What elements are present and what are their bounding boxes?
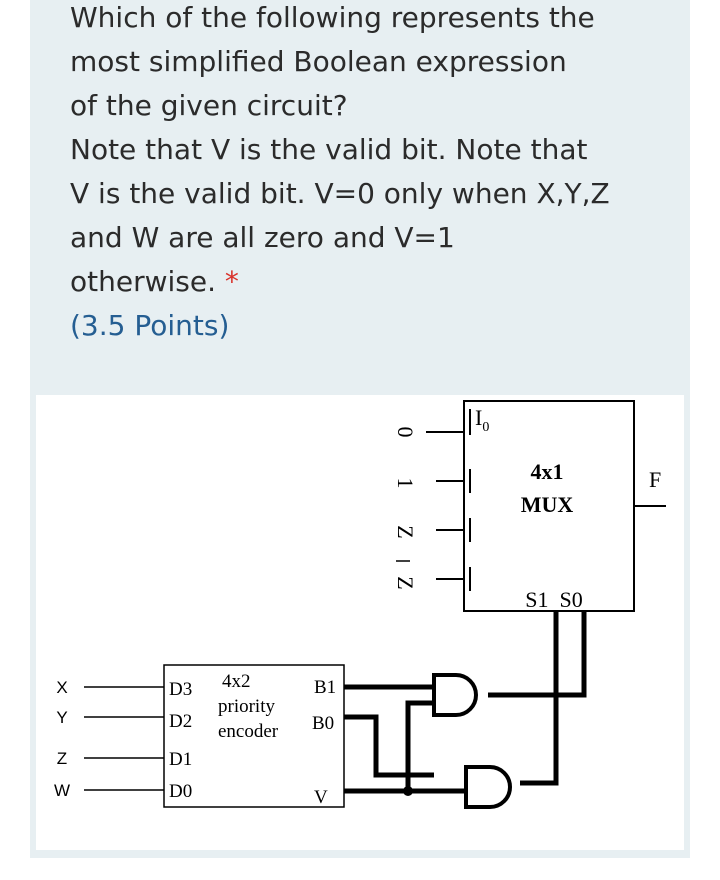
mux-output-label: F (649, 467, 661, 492)
encoder-output-label: B1 (314, 677, 336, 698)
encoder-input-label: D3 (169, 679, 192, 700)
b0-wire (344, 714, 434, 778)
encoder-title: 4x2 (222, 671, 251, 692)
encoder-output-label: B0 (312, 713, 334, 734)
mux-input-label: 1 (393, 478, 418, 489)
question-line: of the given circuit? (70, 89, 348, 122)
question-line: Note that V is the valid bit. Note that (70, 133, 588, 166)
mux-input-label: 0 (393, 427, 418, 438)
mux-input-label: Z (393, 576, 418, 589)
encoder-box (163, 664, 345, 808)
encoder-name: priority (218, 696, 275, 717)
mux-pin-subscript: 0 (482, 420, 489, 435)
and-gate-1 (432, 673, 478, 717)
circuit-diagram: 4x1 MUX I0 S1 S0 F 0 1 Z Z D3 D2 D1 D0 4… (54, 400, 666, 809)
question-line: most simplified Boolean expression (70, 45, 567, 78)
and2-output-wire (520, 611, 559, 786)
encoder-output-label: V (314, 787, 328, 808)
points-label: (3.5 Points) (70, 309, 230, 342)
junction-dot (403, 786, 413, 796)
variable-label: X (56, 678, 67, 697)
mux-pin-label: I0 (475, 405, 489, 435)
question-line: and W are all zero and V=1 (70, 221, 455, 254)
question-line: V is the valid bit. V=0 only when X,Y,Z (70, 177, 610, 210)
question-line: Which of the following represents the (70, 1, 595, 34)
required-asterisk: * (224, 265, 239, 298)
mux-title: 4x1 (531, 459, 564, 484)
variable-label: Z (57, 749, 67, 768)
mux-subtitle: MUX (521, 492, 574, 517)
question-text: Which of the following represents the mo… (70, 0, 670, 348)
mux-select-labels: S1 S0 (525, 587, 582, 612)
circuit-figure: 4x1 MUX I0 S1 S0 F 0 1 Z Z D3 D2 D1 D0 4… (36, 395, 684, 850)
question-line: otherwise. * (70, 260, 670, 304)
v-to-and1-wire (405, 700, 436, 791)
encoder-input-label: D1 (169, 749, 192, 770)
mux-input-label: Z (393, 525, 418, 538)
encoder-type: encoder (218, 721, 279, 742)
and-gate-2 (464, 765, 512, 809)
variable-label: Y (56, 708, 67, 727)
variable-label: W (54, 781, 70, 800)
encoder-input-label: D0 (169, 781, 192, 802)
encoder-input-label: D2 (169, 711, 192, 732)
question-line-text: otherwise. (70, 265, 216, 298)
and1-output-wire (488, 611, 587, 698)
mux-pin-letter: I (475, 405, 482, 430)
